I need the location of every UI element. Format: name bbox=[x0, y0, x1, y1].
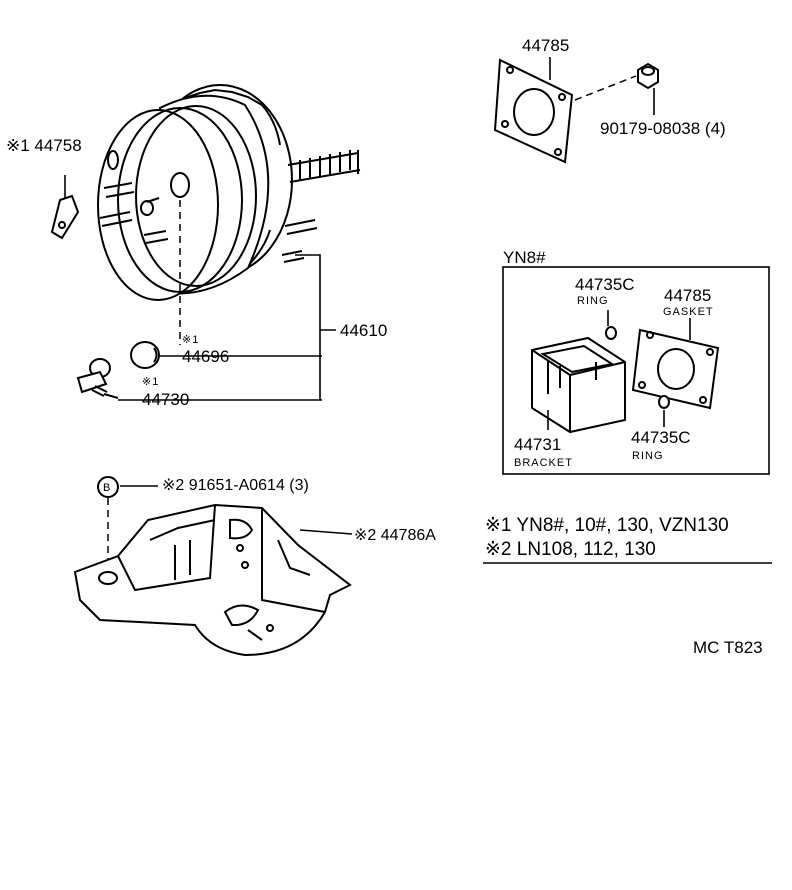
applicability-note-1: ※1 YN8#, 10#, 130, VZN130 bbox=[485, 515, 729, 536]
inset-gasket-name: GASKET bbox=[663, 306, 714, 318]
check-valve-part bbox=[76, 358, 119, 399]
grommet-mark: ※1 bbox=[182, 334, 199, 346]
brake-booster bbox=[97, 84, 361, 301]
clevis-part bbox=[50, 175, 80, 240]
inset-ring-bottom-name: RING bbox=[632, 450, 664, 462]
clevis-label: ※1 44758 bbox=[6, 136, 82, 155]
inset-title: YN8# bbox=[503, 248, 546, 267]
check-valve-mark: ※1 bbox=[142, 376, 159, 388]
bolt-code-circle bbox=[97, 476, 119, 498]
inset-bracket-name: BRACKET bbox=[514, 457, 573, 469]
inset-ring-bottom-number: 44735C bbox=[631, 428, 691, 447]
mounting-bracket-leader bbox=[299, 529, 353, 535]
inset-box bbox=[502, 266, 770, 475]
inset-gasket-part bbox=[631, 328, 720, 410]
booster-assy-label: 44610 bbox=[340, 321, 387, 340]
inset-ring-top-number: 44735C bbox=[575, 275, 635, 294]
bolt-label: ※2 91651-A0614 (3) bbox=[162, 477, 309, 494]
inset-ring-top-part bbox=[605, 326, 617, 340]
inset-ring-bottom-part bbox=[658, 395, 670, 409]
inset-gasket-number: 44785 bbox=[664, 286, 711, 305]
gasket-top-part bbox=[493, 58, 574, 164]
grommet-part bbox=[130, 341, 160, 369]
inset-bracket-part bbox=[531, 336, 626, 434]
mounting-bracket-part bbox=[73, 503, 352, 657]
nut-guide-line bbox=[574, 75, 637, 101]
inset-bracket-number: 44731 bbox=[514, 435, 561, 454]
nut-part bbox=[637, 62, 659, 90]
booster-assy-bracket-line bbox=[295, 254, 336, 400]
diagram-code: MC T823 bbox=[693, 638, 763, 657]
mounting-bracket-label: ※2 44786A bbox=[354, 527, 436, 544]
inset-ring-top-name: RING bbox=[577, 295, 609, 307]
nut-label: 90179-08038 (4) bbox=[600, 119, 726, 138]
check-valve-label: 44730 bbox=[142, 390, 189, 409]
applicability-note-2: ※2 LN108, 112, 130 bbox=[485, 539, 656, 560]
gasket-top-label: 44785 bbox=[522, 36, 569, 55]
bolt-code: B bbox=[103, 482, 111, 494]
grommet-label: 44696 bbox=[182, 347, 229, 366]
